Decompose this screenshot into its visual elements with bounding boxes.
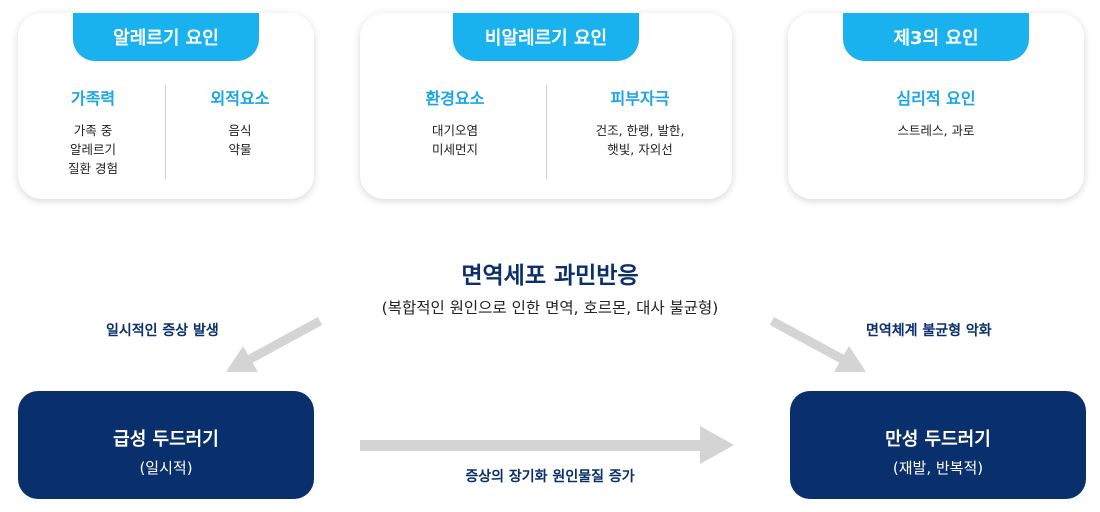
factor-heading: 가족력 (70, 89, 116, 108)
third-factors-card: 제3의 요인 심리적 요인 스트레스, 과로 (788, 13, 1084, 199)
left-arrow-label: 일시적인 증상 발생 (106, 323, 219, 339)
center-subtitle: (복합적인 원인으로 인한 면역, 호르몬, 대사 불균형) (381, 299, 719, 317)
acute-subtitle: (일시적) (139, 459, 193, 477)
arrow-to-chronic (769, 317, 866, 372)
factor-column: 심리적 요인 스트레스, 과로 (836, 85, 1036, 140)
chronic-subtitle: (재발, 반복적) (892, 459, 984, 477)
acute-title: 급성 두드러기 (113, 429, 219, 450)
allergy-factors-card: 알레르기 요인 가족력 가족 중 알레르기 질환 경험 외적요소 음식 약물 (18, 13, 314, 199)
factor-column: 외적요소 음식 약물 (165, 85, 315, 159)
column-divider (546, 85, 547, 179)
card-tab: 비알레르기 요인 (453, 13, 639, 61)
arrow-acute-to-chronic (360, 426, 734, 464)
factor-body: 음식 약물 (228, 123, 252, 157)
factor-heading: 환경요소 (425, 89, 485, 108)
column-divider (165, 85, 166, 179)
factor-heading: 외적요소 (210, 89, 270, 108)
bottom-arrow-label: 증상의 장기화 원인물질 증가 (465, 469, 635, 485)
factor-column: 가족력 가족 중 알레르기 질환 경험 (18, 85, 168, 178)
chronic-urticaria-box: 만성 두드러기 (재발, 반복적) (790, 391, 1086, 499)
non-allergy-factors-card: 비알레르기 요인 환경요소 대기오염 미세먼지 피부자극 건조, 한랭, 발한,… (360, 13, 732, 199)
card-tab: 제3의 요인 (843, 13, 1029, 61)
factor-column: 피부자극 건조, 한랭, 발한, 햇빛, 자외선 (565, 85, 715, 159)
right-arrow-label: 면역체계 불균형 악화 (866, 323, 992, 339)
center-title: 면역세포 과민반응 (461, 263, 639, 289)
factor-body: 건조, 한랭, 발한, 햇빛, 자외선 (595, 123, 685, 157)
arrow-to-acute (226, 317, 323, 372)
chronic-title: 만성 두드러기 (885, 429, 991, 450)
factor-column: 환경요소 대기오염 미세먼지 (380, 85, 530, 159)
card-tab: 알레르기 요인 (73, 13, 259, 61)
acute-urticaria-box: 급성 두드러기 (일시적) (18, 391, 314, 499)
factor-heading: 피부자극 (610, 89, 670, 108)
factor-body: 스트레스, 과로 (897, 123, 975, 138)
factor-body: 가족 중 알레르기 질환 경험 (68, 123, 118, 176)
factor-body: 대기오염 미세먼지 (431, 123, 478, 157)
factor-heading: 심리적 요인 (896, 89, 976, 108)
